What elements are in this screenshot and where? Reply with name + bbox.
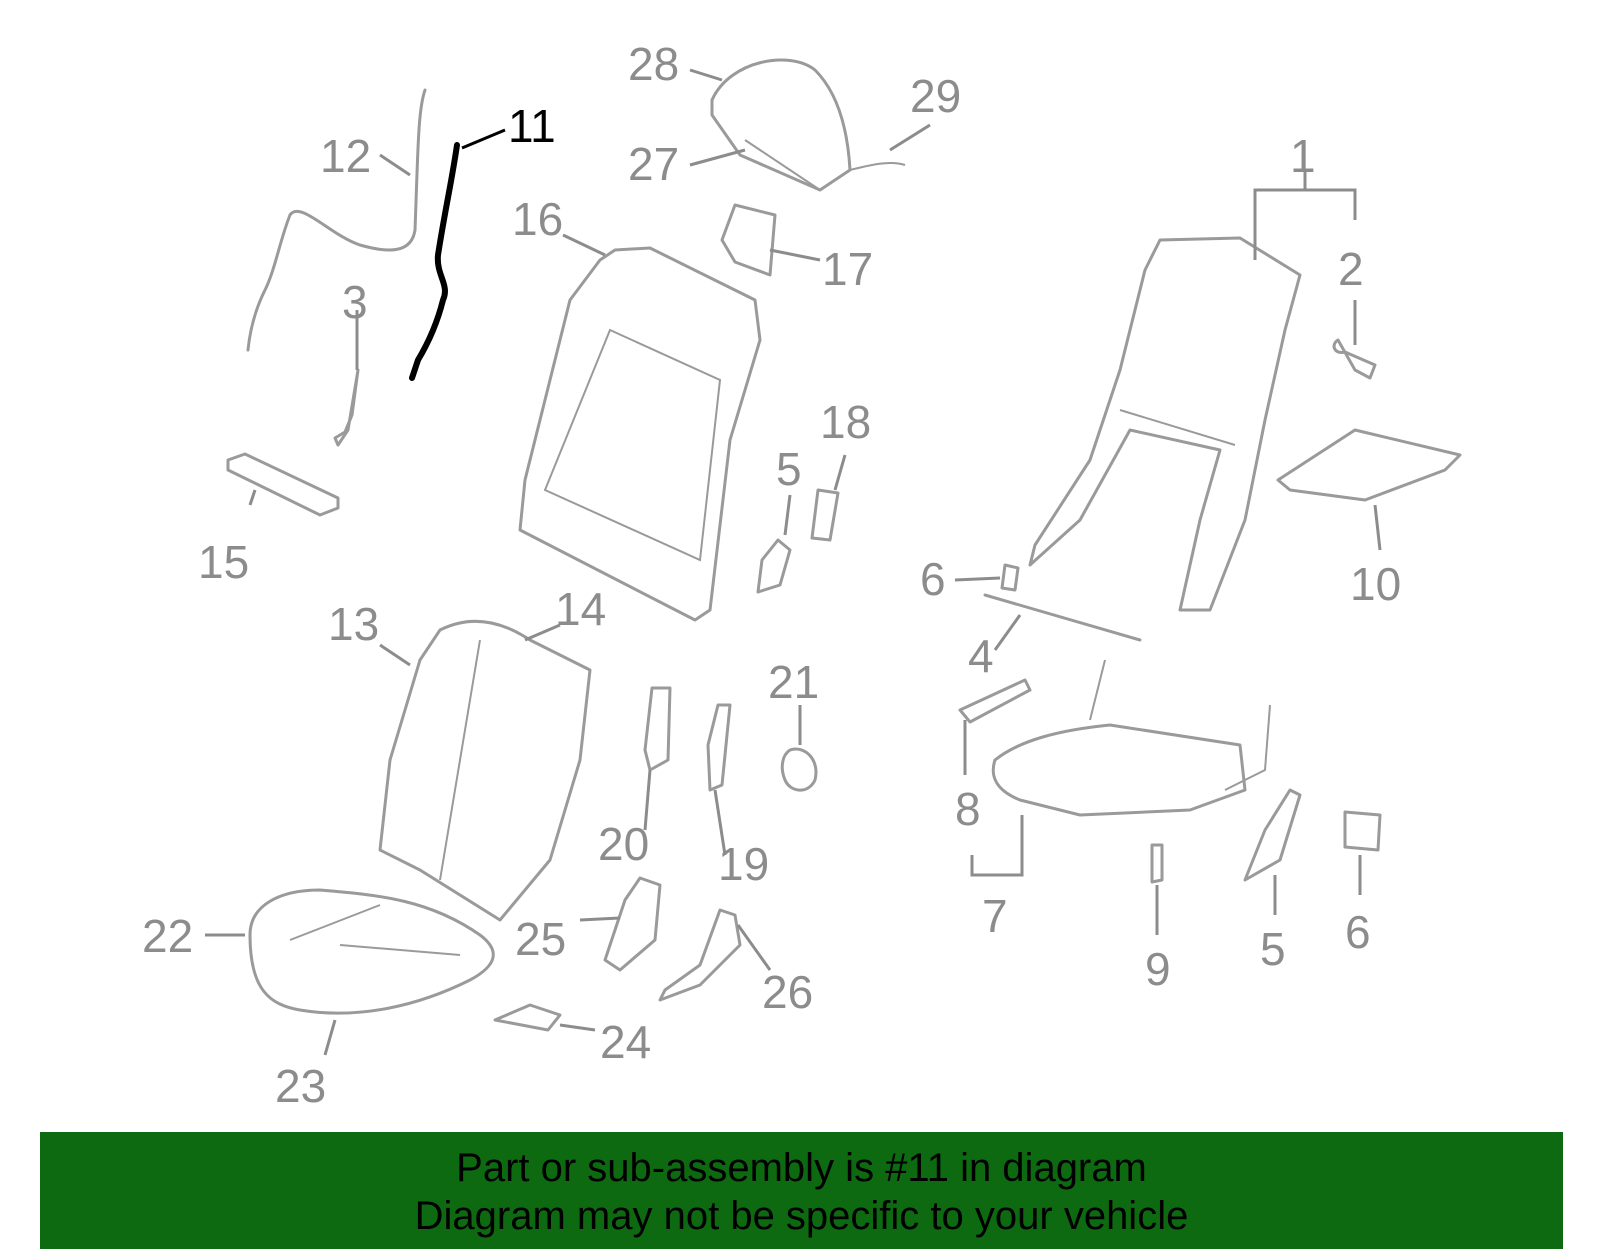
callout-10: 10 [1350, 558, 1401, 610]
seat-parts-diagram: 1 2 3 4 5 5 6 6 7 8 9 10 11 12 13 14 15 … [142, 38, 1462, 1112]
callout-7: 7 [982, 890, 1008, 942]
part-10-spring-mat [1276, 428, 1462, 502]
part-22-seat-cushion [248, 888, 495, 1015]
banner-line-2: Diagram may not be specific to your vehi… [414, 1194, 1189, 1238]
callout-12: 12 [320, 130, 371, 182]
part-8-bracket [958, 678, 1032, 724]
callout-13: 13 [328, 598, 379, 650]
callout-25: 25 [515, 913, 566, 965]
callout-22: 22 [142, 910, 193, 962]
part-29-guide [849, 161, 906, 171]
part-27-headrest-base [744, 139, 821, 191]
part-6-left-clip [1000, 563, 1020, 592]
callout-14: 14 [555, 583, 606, 635]
part-18-clip [810, 488, 840, 542]
callout-2: 2 [1338, 243, 1364, 295]
callout-23: 23 [275, 1060, 326, 1112]
callout-19: 19 [718, 838, 769, 890]
leader-lines [205, 68, 1382, 1056]
callout-11: 11 [508, 100, 556, 152]
part-4-rod [983, 593, 1142, 642]
part-5-right-trim [1243, 788, 1302, 882]
info-banner: Part or sub-assembly is #11 in diagram D… [40, 1132, 1563, 1249]
callout-1: 1 [1290, 130, 1316, 182]
part-26-trim [658, 908, 742, 1002]
callout-9: 9 [1145, 943, 1171, 995]
part-7-seat-pan-rail [1089, 659, 1271, 791]
part-15-trim [226, 452, 340, 517]
part-17-module [720, 203, 777, 277]
callout-28: 28 [628, 38, 679, 90]
part-1-seat-frame [1028, 236, 1302, 612]
part-24-bracket [493, 1003, 562, 1032]
callout-18: 18 [820, 396, 871, 448]
callout-3: 3 [342, 276, 368, 328]
part-16-seatback-frame [518, 246, 762, 622]
part-19-trim [706, 703, 732, 792]
part-16-inner [543, 328, 722, 562]
callout-24: 24 [600, 1016, 651, 1068]
part-13-seatback-cushion [378, 619, 592, 922]
callout-26: 26 [762, 966, 813, 1018]
part-20-trim [643, 686, 672, 772]
part-1-crossbar [1119, 409, 1236, 446]
part-6-right-clip [1343, 810, 1382, 852]
callout-6-right: 6 [1345, 906, 1371, 958]
banner-line-1: Part or sub-assembly is #11 in diagram [456, 1146, 1147, 1190]
callout-8: 8 [955, 783, 981, 835]
part-3-bracket [333, 368, 360, 447]
part-21-knob [780, 747, 818, 792]
part-11-rod [409, 142, 460, 381]
part-12-cable [246, 88, 427, 352]
callout-5-right: 5 [1260, 923, 1286, 975]
callout-6-left: 6 [920, 553, 946, 605]
callout-27: 27 [628, 138, 679, 190]
callout-4: 4 [968, 630, 994, 682]
part-14-seatback-cover [439, 639, 481, 881]
part-2-latch [1332, 338, 1377, 380]
part-5-left-trim [756, 538, 792, 594]
part-28-headrest [710, 58, 852, 192]
part-9-pin [1150, 843, 1164, 884]
part-23-seat-cover-line [289, 904, 461, 956]
callout-20: 20 [598, 818, 649, 870]
part-25-trim [603, 876, 662, 972]
callout-17: 17 [822, 243, 873, 295]
callout-5-left: 5 [776, 443, 802, 495]
callout-21: 21 [768, 656, 819, 708]
callout-29: 29 [910, 70, 961, 122]
callout-16: 16 [512, 193, 563, 245]
part-7-seat-pan [991, 723, 1247, 817]
callout-15: 15 [198, 536, 249, 588]
